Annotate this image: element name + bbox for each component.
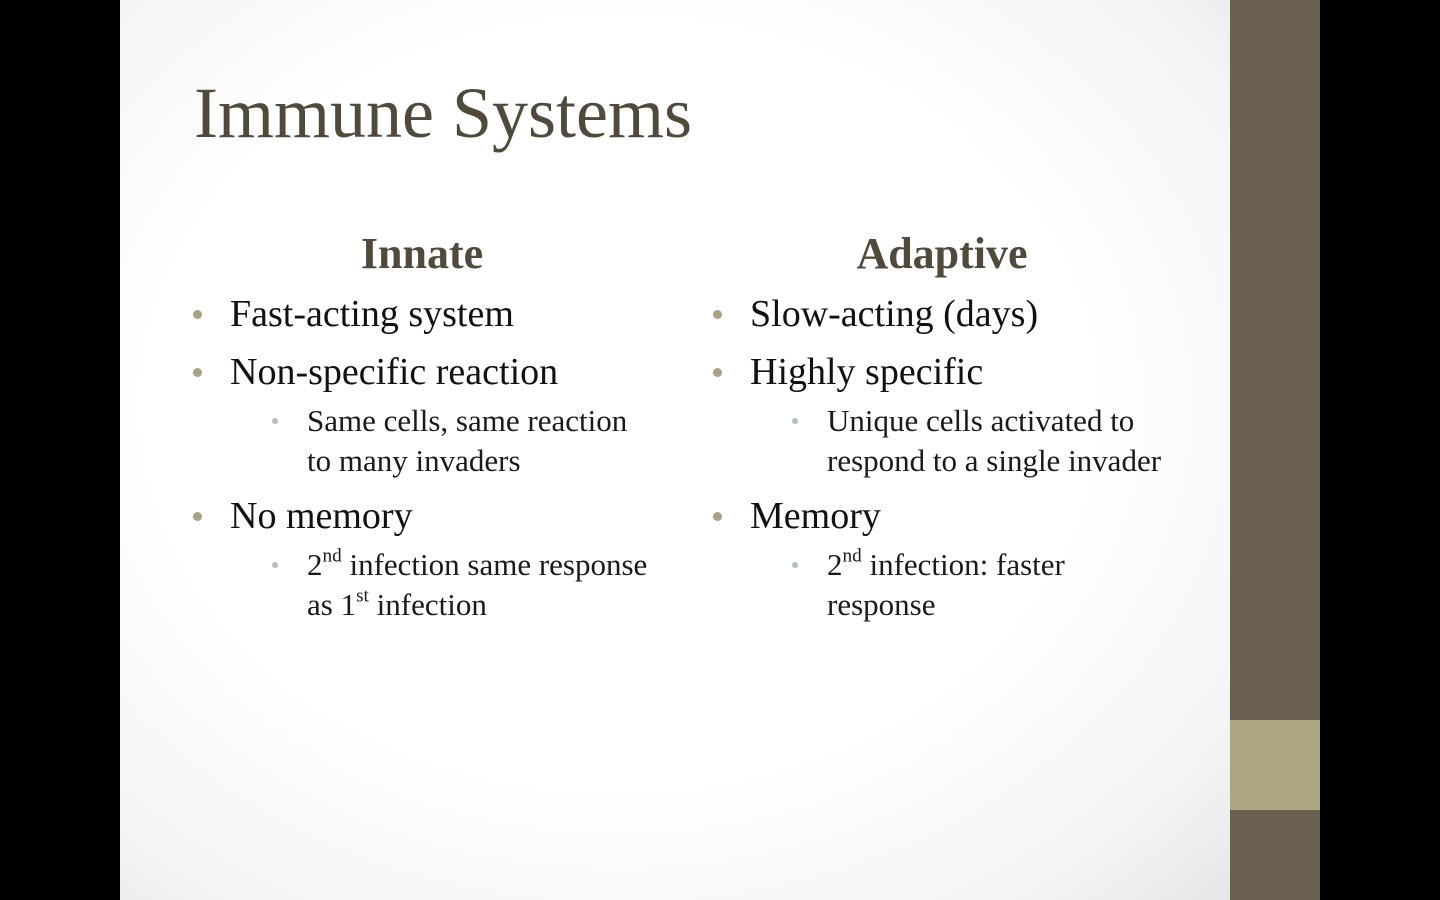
text: infection: faster response [827,547,1065,622]
sub-bullet-item: Same cells, same reaction to many invade… [269,401,647,481]
text: 2 [307,547,323,582]
decorative-accent-block [1230,720,1320,810]
bullet-text: Highly specific [750,351,984,393]
superscript: nd [322,545,342,567]
adaptive-column: Adaptive Slow-acting (days) Highly speci… [712,228,1172,637]
sub-bullet-item: 2nd infection same response as 1st infec… [269,545,657,625]
bullet-text: Memory [750,495,881,537]
superscript: nd [842,545,862,567]
superscript: st [356,585,369,607]
bullet-item: Non-specific reaction Same cells, same r… [192,349,652,481]
innate-column: Innate Fast-acting system Non-specific r… [192,228,652,637]
bullet-item: Highly specific Unique cells activated t… [712,349,1172,481]
slide: Immune Systems Innate Fast-acting system… [120,0,1230,900]
column-heading: Innate [360,229,484,278]
bullet-text: Fast-acting system [230,293,514,335]
sub-bullet-item: 2nd infection: faster response [789,545,1127,625]
bullet-text: No memory [230,495,413,537]
bullet-item: Slow-acting (days) [712,291,1172,337]
text: infection same response as 1 [307,547,648,622]
slide-title: Immune Systems [194,73,692,153]
text: infection [368,587,487,622]
bullet-text: Slow-acting (days) [750,293,1039,335]
bullet-item: Memory 2nd infection: faster response [712,493,1172,625]
bullet-text: Non-specific reaction [230,351,559,393]
text: 2 [827,547,843,582]
bullet-item: No memory 2nd infection same response as… [192,493,652,625]
bullet-item: Fast-acting system [192,291,652,337]
column-heading: Adaptive [856,229,1028,278]
sub-bullet-item: Unique cells activated to respond to a s… [789,401,1187,481]
